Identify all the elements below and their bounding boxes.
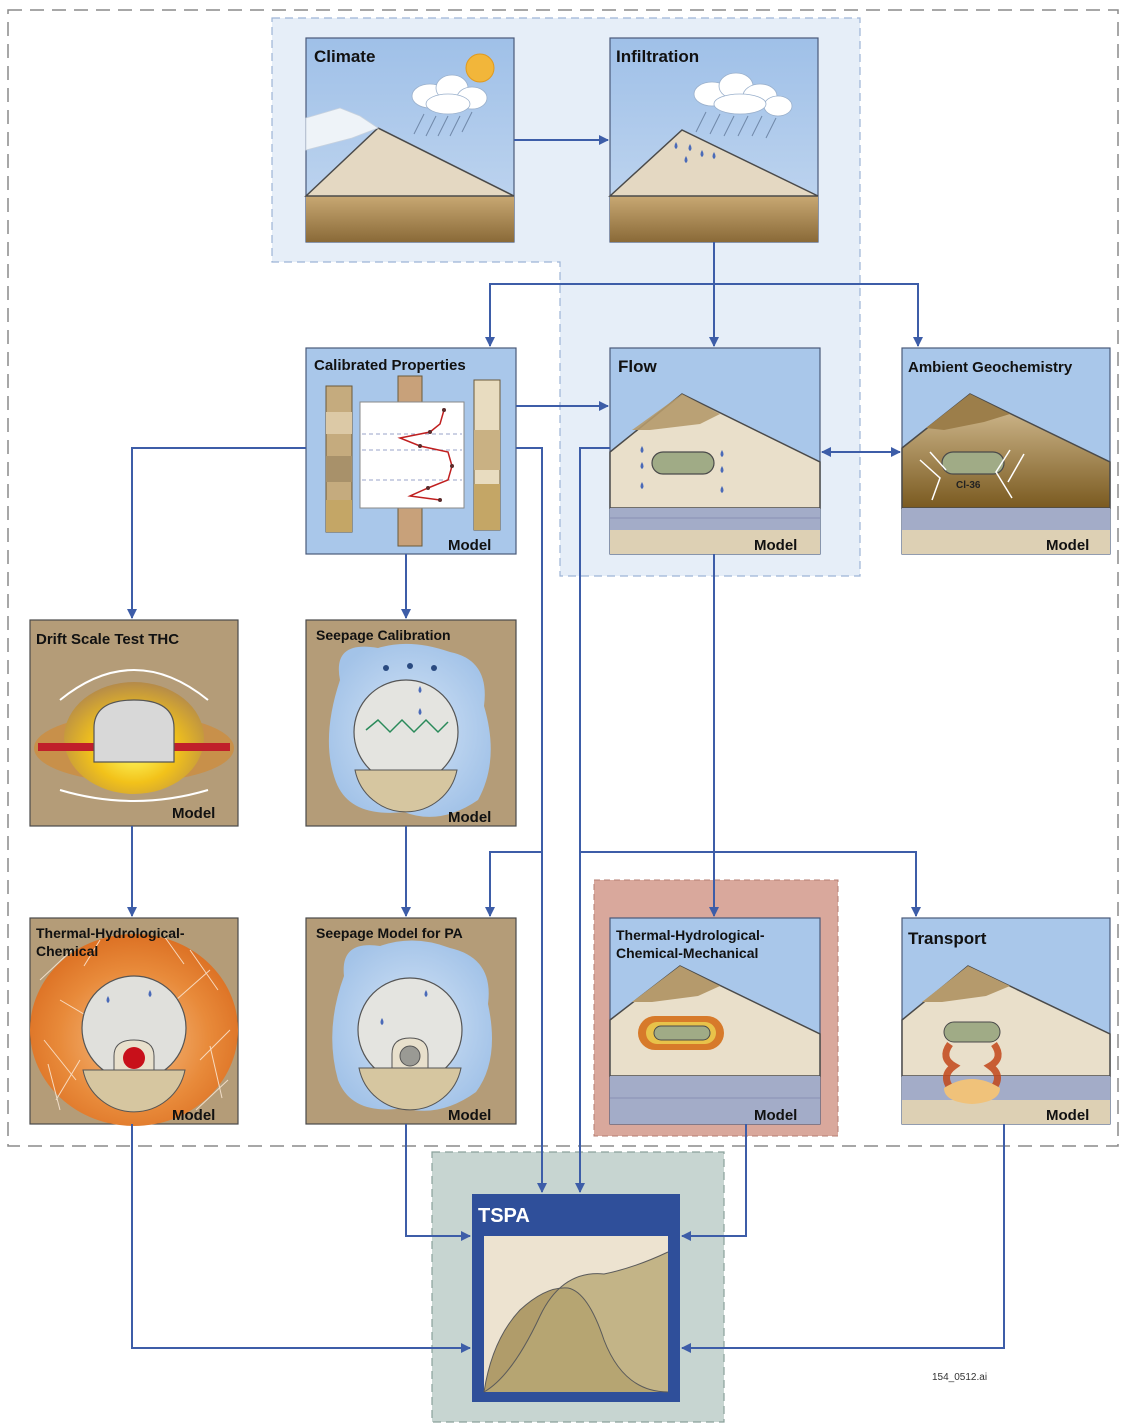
dst-footer: Model — [172, 805, 215, 822]
connectors — [127, 135, 1005, 1353]
flow-panel: Flow Model — [609, 347, 821, 555]
flow-title: Flow — [618, 357, 657, 376]
arrow-thcm-to-tspa — [681, 1124, 747, 1241]
seepage-pa-footer: Model — [448, 1107, 491, 1124]
cloud-icon — [411, 74, 488, 115]
tspa-panel: TSPA — [472, 1194, 680, 1402]
climate-panel: Climate — [304, 37, 515, 243]
arrow-thc-to-tspa — [131, 1124, 471, 1353]
seepage-pa-title: Seepage Model for PA — [316, 925, 463, 941]
thc-footer: Model — [172, 1107, 215, 1124]
transport-footer: Model — [1046, 1107, 1089, 1124]
transport-title: Transport — [908, 929, 987, 948]
arrow-transport-to-tspa — [681, 1124, 1005, 1353]
climate-title: Climate — [314, 47, 375, 66]
infiltration-title: Infiltration — [616, 47, 699, 66]
calibrated-footer: Model — [448, 537, 491, 554]
arrow-calibrated-to-dst — [127, 447, 306, 619]
ambient-geochemistry-panel: Cl-36 Ambient Geochemistry Model — [901, 347, 1111, 555]
drift-scale-test-panel: Drift Scale Test THC Model — [29, 619, 239, 827]
arrow-calibrated-to-tspa — [516, 447, 547, 1193]
thc-title-line1: Thermal-Hydrological- — [36, 925, 185, 941]
seepage-calibration-panel: Seepage Calibration Model — [305, 619, 517, 827]
cl36-label: Cl-36 — [956, 480, 981, 491]
flow-footer: Model — [754, 537, 797, 554]
arrow-to-transport — [580, 851, 921, 917]
calibrated-properties-panel: Calibrated Properties Model — [305, 347, 517, 555]
arrow-infiltration-to-geochem — [714, 283, 923, 347]
calibrated-title: Calibrated Properties — [314, 357, 466, 374]
dst-title: Drift Scale Test THC — [36, 631, 179, 648]
arrow-flow-to-tspa — [575, 447, 610, 1193]
infiltration-panel: Infiltration — [608, 37, 819, 243]
sun-icon — [465, 53, 495, 83]
thcm-title-line2: Chemical-Mechanical — [616, 945, 758, 961]
thermal-hydrological-chemical-panel: Thermal-Hydrological- Chemical Model — [29, 917, 239, 1126]
thcm-footer: Model — [754, 1107, 797, 1124]
seepage-model-pa-panel: Seepage Model for PA Model — [305, 917, 517, 1125]
arrow-seepage-pa-to-tspa — [405, 1124, 471, 1241]
transport-panel: Transport Model — [901, 917, 1111, 1125]
thcm-title-line1: Thermal-Hydrological- — [616, 927, 765, 943]
cloud-icon — [693, 72, 793, 117]
thc-title-line2: Chemical — [36, 943, 98, 959]
seepage-cal-title: Seepage Calibration — [316, 627, 451, 643]
geochem-title: Ambient Geochemistry — [908, 359, 1073, 376]
figure-id: 154_0512.ai — [932, 1372, 987, 1383]
tspa-title: TSPA — [478, 1205, 530, 1227]
arrow-infiltration-to-calibrated — [485, 283, 714, 347]
geochem-footer: Model — [1046, 537, 1089, 554]
arrow-to-seepage-pa — [485, 851, 542, 917]
thcm-panel: Thermal-Hydrological- Chemical-Mechanica… — [609, 917, 821, 1125]
dashed-region-border — [7, 9, 1119, 1147]
seepage-cal-footer: Model — [448, 809, 491, 826]
